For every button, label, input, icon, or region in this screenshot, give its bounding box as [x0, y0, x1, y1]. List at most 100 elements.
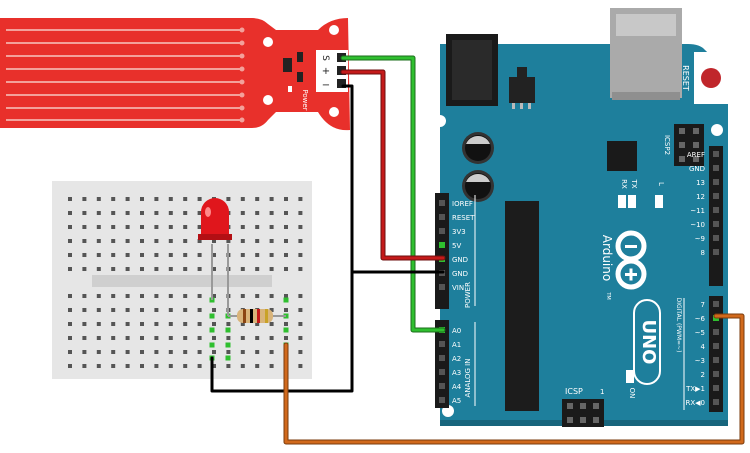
- breadboard-hole: [240, 253, 245, 257]
- breadboard-hole: [183, 211, 188, 215]
- breadboard-hole: [82, 267, 87, 271]
- power-header-label: POWER: [464, 282, 472, 308]
- breadboard-hole: [284, 336, 288, 340]
- breadboard-hole: [284, 211, 288, 215]
- pin-label: RX◀0: [686, 399, 706, 407]
- breadboard-hole: [125, 350, 130, 354]
- pin-label: ~9: [695, 235, 705, 243]
- breadboard-center-channel: [92, 275, 272, 287]
- breadboard-hole: [197, 253, 202, 257]
- header-pin: [713, 371, 719, 377]
- breadboard-hole: [96, 197, 101, 201]
- breadboard-hole: [298, 225, 303, 229]
- pin-label: A3: [452, 369, 461, 377]
- breadboard-hole: [168, 225, 173, 229]
- breadboard-hole: [96, 294, 101, 298]
- breadboard-hole: [240, 322, 245, 326]
- breadboard-hole: [183, 197, 188, 201]
- breadboard-hole: [168, 253, 173, 257]
- breadboard-hole: [284, 239, 288, 243]
- breadboard-hole: [68, 253, 72, 257]
- breadboard-hole: [183, 308, 188, 312]
- header-pin: [713, 151, 719, 157]
- breadboard-hole: [140, 364, 144, 368]
- breadboard-hole: [240, 364, 245, 368]
- model-label: UNO: [638, 320, 659, 365]
- breadboard-hole: [269, 225, 274, 229]
- usb-chip: [607, 141, 637, 171]
- breadboard-hole: [140, 350, 144, 354]
- breadboard-hole: [68, 225, 72, 229]
- breadboard-hole: [68, 350, 72, 354]
- breadboard-hole: [298, 294, 303, 298]
- pin-label: A5: [452, 397, 461, 405]
- breadboard-hole: [212, 322, 216, 326]
- breadboard-hole: [168, 294, 173, 298]
- breadboard-hole: [111, 225, 116, 229]
- breadboard-hole: [226, 364, 231, 368]
- icsp-pin: [567, 403, 573, 409]
- breadboard-hole: [255, 336, 260, 340]
- sensor-trace-end: [239, 27, 245, 33]
- breadboard-hole: [255, 350, 260, 354]
- breadboard-hole-active: [209, 327, 215, 333]
- breadboard-hole: [298, 211, 303, 215]
- breadboard-hole: [269, 211, 274, 215]
- pin-label: 12: [696, 193, 705, 201]
- power-header: [435, 193, 449, 309]
- breadboard-hole: [226, 322, 231, 326]
- breadboard-hole: [212, 239, 216, 243]
- analog-header-label: ANALOG IN: [464, 359, 472, 398]
- breadboard-holes: [68, 197, 303, 368]
- wire-green-signal: [341, 56, 445, 332]
- sensor-pin-s: S: [320, 55, 330, 61]
- arduino-brand: Arduino: [600, 235, 614, 281]
- icsp-header: [562, 399, 604, 427]
- breadboard-hole: [140, 336, 144, 340]
- breadboard-hole: [197, 267, 202, 271]
- breadboard-hole: [154, 308, 159, 312]
- breadboard-hole: [125, 239, 130, 243]
- breadboard-hole: [82, 197, 87, 201]
- pin-label: 5V: [452, 242, 461, 250]
- header-pin: [713, 207, 719, 213]
- sensor-trace-end: [239, 53, 245, 59]
- breadboard-hole: [269, 364, 274, 368]
- breadboard-hole: [168, 197, 173, 201]
- pin-label: A2: [452, 355, 461, 363]
- sensor-traces: [6, 27, 245, 123]
- header-pin: [713, 301, 719, 307]
- breadboard-hole: [240, 336, 245, 340]
- breadboard-hole: [284, 225, 288, 229]
- breadboard-hole: [269, 197, 274, 201]
- breadboard-hole: [82, 211, 87, 215]
- breadboard-hole: [125, 225, 130, 229]
- breadboard-hole: [125, 294, 130, 298]
- breadboard-hole: [154, 197, 159, 201]
- breadboard-hole: [96, 308, 101, 312]
- analog-header: [435, 320, 449, 408]
- header-pin: [713, 249, 719, 255]
- sensor-pin-minus: −: [322, 80, 330, 91]
- breadboard-hole: [284, 308, 288, 312]
- breadboard-hole: [111, 267, 116, 271]
- breadboard-hole: [111, 350, 116, 354]
- breadboard-hole: [269, 267, 274, 271]
- water-level-sensor: Power S + −: [0, 18, 350, 131]
- trademark-label: TM: [605, 291, 611, 299]
- breadboard-hole: [168, 322, 173, 326]
- breadboard-hole: [269, 350, 274, 354]
- breadboard-hole: [240, 294, 245, 298]
- breadboard-hole: [96, 225, 101, 229]
- breadboard-hole: [111, 197, 116, 201]
- breadboard-hole: [298, 239, 303, 243]
- pin-label: 8: [701, 249, 705, 257]
- breadboard-hole: [82, 336, 87, 340]
- breadboard-hole-active: [283, 297, 289, 303]
- capacitor: [462, 170, 494, 202]
- reset-button[interactable]: [694, 52, 728, 104]
- breadboard-hole: [197, 322, 202, 326]
- breadboard-hole: [197, 336, 202, 340]
- pin-label: TX▶1: [685, 385, 705, 393]
